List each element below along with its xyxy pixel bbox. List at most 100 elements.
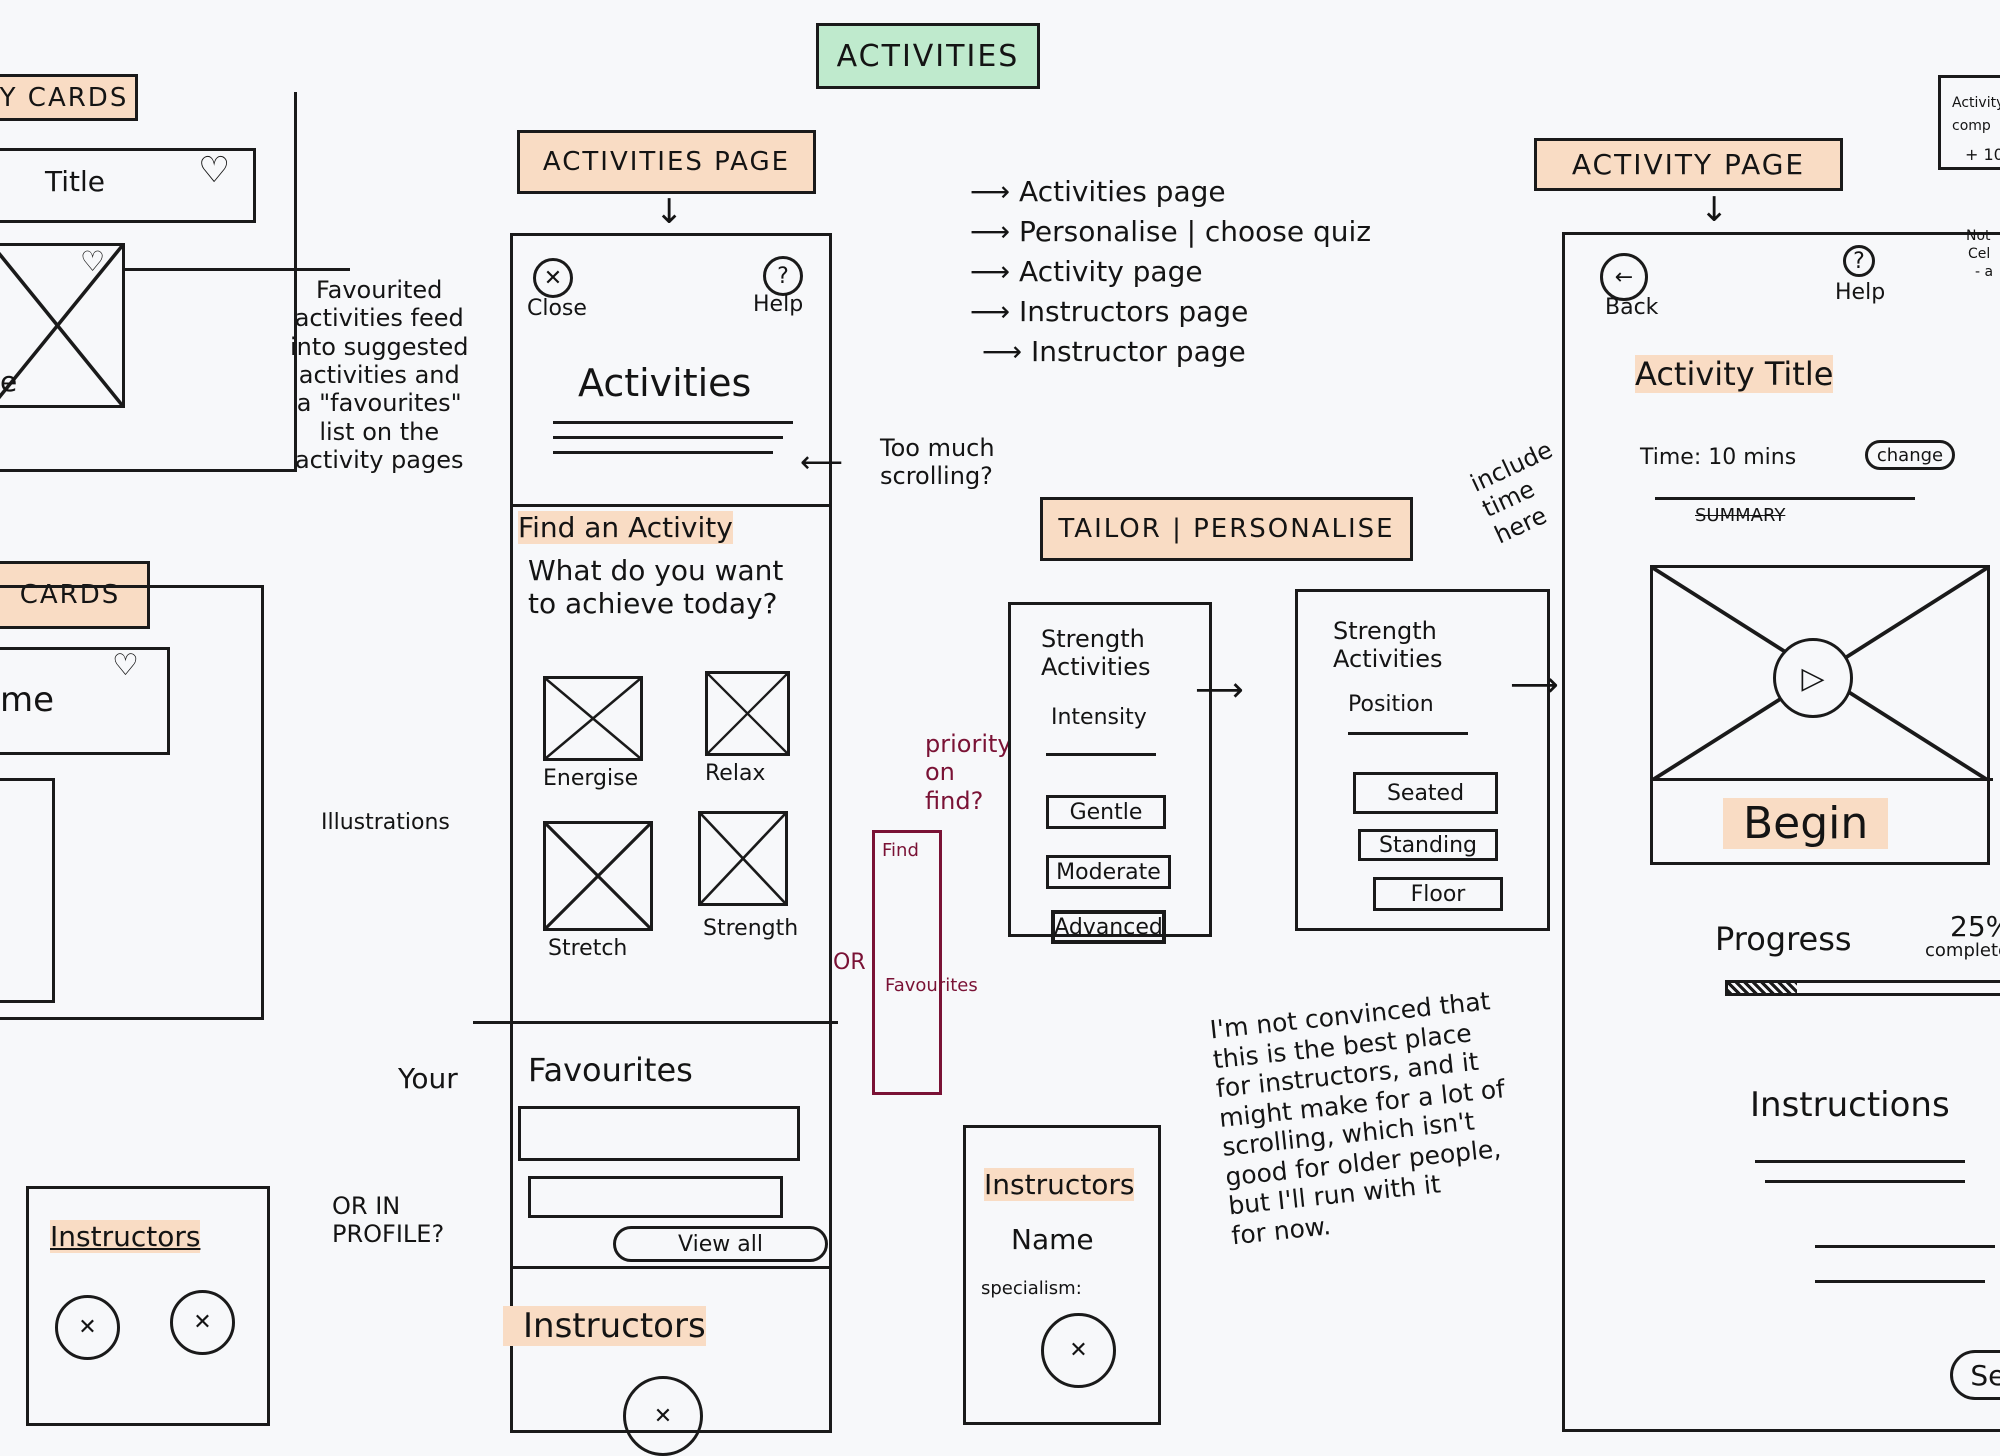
text-line [1046,753,1156,756]
text-line [1815,1280,1985,1283]
progress-caption: complete [1925,940,2000,961]
favourites-heading: Favourites [528,1051,693,1089]
favourite-item[interactable] [528,1176,783,1218]
video-player[interactable]: ▷ Begin [1650,565,1993,865]
option-gentle[interactable]: Gentle [1046,795,1166,829]
close-icon[interactable]: ✕ [533,258,573,298]
see-button[interactable]: See [1950,1350,2000,1400]
cards-label-mid: cards [0,561,150,629]
text-line [1348,732,1468,735]
flow-link: ⟶ Activity page [970,255,1203,288]
flow-link: ⟶ Instructor page [982,335,1246,368]
arrow-right-icon: ⟶ [1510,665,1559,705]
tile-stretch-label[interactable]: Stretch [548,936,628,961]
flow-link: ⟶ Personalise | choose quiz [970,215,1372,248]
instructors-heading: Instructors [503,1306,706,1346]
text-line [1765,1180,1965,1183]
favourite-item[interactable] [518,1106,800,1161]
avatar-placeholder: ✕ [55,1295,120,1360]
tile-stretch-image[interactable] [543,821,653,931]
edge-text: - a [1975,264,1994,280]
option-standing[interactable]: Standing [1358,829,1498,861]
progress-bar [1725,980,2000,996]
avatar-placeholder: ✕ [170,1290,235,1355]
divider [473,1021,838,1024]
option-floor[interactable]: Floor [1373,877,1503,911]
arrow-right-icon: ⟶ [982,335,1032,368]
card-name: me [0,680,55,720]
instructor-specialism: specialism: [981,1278,1082,1299]
activities-page-label: Activities page [517,130,816,194]
cards-sketch-2 [0,585,264,1020]
text-line [553,451,773,454]
arrow-right-icon: ⟶ [1195,670,1244,710]
activity-title: Activity Title [1635,355,1834,393]
begin-button[interactable]: Begin [1723,798,1889,849]
text-line [553,421,793,424]
edge-text: Not [1966,228,1991,244]
play-icon[interactable]: ▷ [1773,638,1853,718]
tile-relax-image[interactable] [705,671,790,756]
tailor-screen-intensity: Strength Activities Intensity Gentle Mod… [1008,602,1212,944]
connector-line [125,268,350,271]
tile-strength-image[interactable] [698,811,788,906]
edge-text: comp [1952,118,1991,134]
text-line [553,436,783,439]
divider [1653,778,1993,781]
back-label[interactable]: Back [1605,295,1659,320]
activities-phone-frame: ✕ Close ? Help Activities Find an Activi… [473,233,838,1456]
activity-cards-sketch [0,92,297,472]
option-advanced[interactable]: Advanced [1051,910,1166,944]
flow-links: ⟶ Activities page ⟶ Personalise | choose… [970,175,1371,375]
option-seated[interactable]: Seated [1353,772,1498,814]
instructor-card: Instructors Name specialism: ✕ [963,1125,1161,1425]
edge-text: + 10 [1965,145,2000,164]
time-label: Time: 10 mins [1640,445,1797,470]
option-moderate[interactable]: Moderate [1046,855,1171,889]
help-label[interactable]: Help [1835,280,1886,305]
arrow-left-icon: ⟵ [800,445,844,480]
edge-text: Cel [1968,246,1991,262]
your-note: Your [398,1062,458,1095]
summary-label: Summary [1695,505,1786,526]
view-all-button[interactable]: View all [613,1226,828,1262]
find-label: Find [882,840,919,861]
text-line [1815,1245,1995,1248]
cards-label-top: y cards [0,74,138,121]
avatar-placeholder: ✕ [1041,1313,1116,1388]
arrow-right-icon: ⟶ [970,215,1020,248]
section-title: Activities [816,23,1040,89]
help-icon[interactable]: ? [1843,245,1875,277]
heart-icon: ♡ [112,648,139,683]
help-icon[interactable]: ? [763,256,803,296]
tile-energise-label[interactable]: Energise [543,766,639,791]
arrow-right-icon: ⟶ [970,255,1020,288]
divider [510,504,832,507]
arrow-down-icon: ↓ [1700,190,1729,230]
help-label[interactable]: Help [753,292,804,317]
tailor-screen-position: Strength Activities Position Seated Stan… [1295,589,1550,931]
tailor-label: Tailor | Personalise [1040,497,1413,561]
tile-strength-label[interactable]: Strength [703,916,799,941]
back-icon[interactable]: ← [1600,253,1648,301]
close-label[interactable]: Close [527,296,587,321]
image-placeholder [0,243,125,408]
text-line [1755,1160,1965,1163]
tile-energise-image[interactable] [543,676,643,761]
instructors-comment: I'm not convinced that this is the best … [1208,986,1507,1250]
arrow-right-icon: ⟶ [970,175,1020,208]
divider [510,1266,832,1269]
card-title: Title [45,165,106,198]
favourites-note: Favourited activities feed into suggeste… [290,276,469,474]
arrow-down-icon: ↓ [655,192,684,232]
tile-relax-label[interactable]: Relax [705,761,766,786]
change-time-button[interactable]: change [1865,440,1955,470]
activity-phone-frame: ← Back ? Help Activity Title Time: 10 mi… [1562,232,2000,1432]
question-label: Intensity [1051,705,1147,730]
or-note: OR [833,950,866,975]
too-much-scrolling-note: Too much scrolling? [880,434,995,491]
avatar-placeholder: ✕ [623,1376,703,1456]
activity-page-label: Activity page [1534,138,1843,191]
card-partial-text: e [0,365,18,398]
instructor-name: Name [1011,1223,1094,1256]
